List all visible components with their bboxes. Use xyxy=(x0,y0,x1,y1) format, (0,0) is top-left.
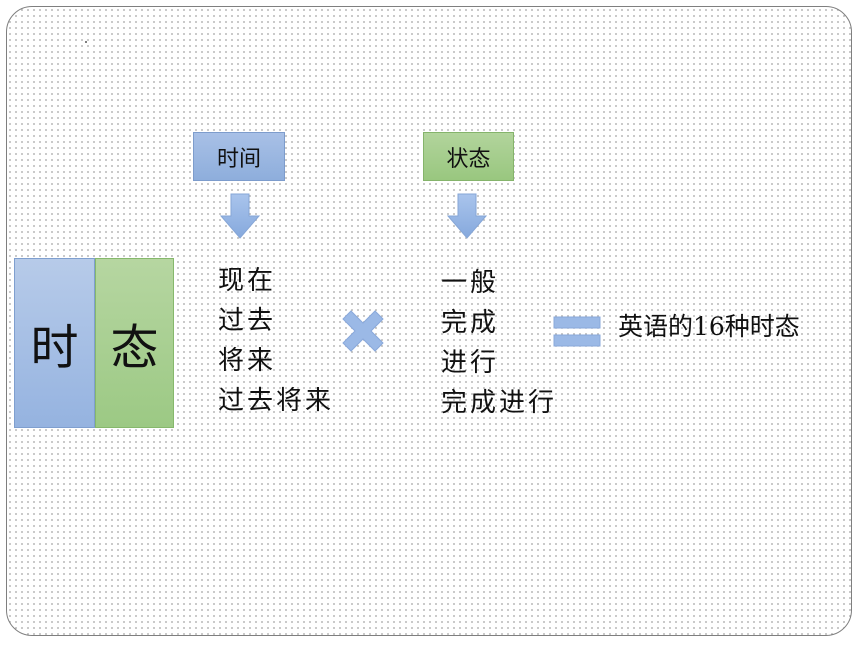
big-time-block: 时 xyxy=(14,258,95,428)
state-label-box: 状态 xyxy=(423,132,514,181)
state-item-perfect-progressive: 完成进行 xyxy=(441,388,558,418)
state-list: 一般 完成 进行 完成进行 xyxy=(441,263,557,423)
slide-frame xyxy=(6,6,852,636)
times-icon xyxy=(342,310,384,352)
state-item-progressive: 进行 xyxy=(441,348,500,378)
state-item-simple: 一般 xyxy=(441,268,500,298)
down-arrow-icon xyxy=(220,193,260,239)
state-label: 状态 xyxy=(446,146,491,172)
equals-icon xyxy=(553,316,601,347)
speck xyxy=(85,41,87,43)
big-time-char: 时 xyxy=(30,320,79,376)
time-item-future: 将来 xyxy=(218,346,277,376)
big-state-char: 态 xyxy=(110,320,159,376)
time-item-present: 现在 xyxy=(218,266,277,296)
time-list: 现在 过去 将来 过去将来 xyxy=(218,261,334,421)
big-state-block: 态 xyxy=(95,258,174,428)
time-item-past-future: 过去将来 xyxy=(218,386,335,416)
result-text: 英语的16种时态 xyxy=(618,312,800,341)
time-item-past: 过去 xyxy=(218,306,277,336)
time-label-box: 时间 xyxy=(193,132,285,181)
time-label: 时间 xyxy=(216,146,261,172)
down-arrow-icon xyxy=(447,193,487,239)
state-item-perfect: 完成 xyxy=(441,308,500,338)
